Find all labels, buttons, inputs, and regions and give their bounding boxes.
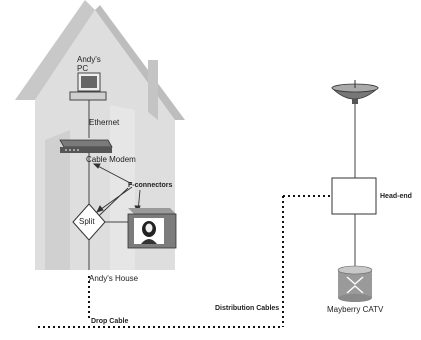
house-roof-right xyxy=(95,5,185,120)
head-end-label: Head-end xyxy=(380,193,412,200)
dish-mount xyxy=(352,99,358,104)
distribution-cables-label: Distribution Cables xyxy=(215,305,280,312)
house-chimney xyxy=(148,60,158,120)
satellite-dish-icon xyxy=(331,80,380,104)
television-icon xyxy=(127,208,177,249)
cable-company-icon xyxy=(337,265,373,302)
pc-label-line1: Andy's xyxy=(77,55,101,64)
modem-led-2 xyxy=(69,149,71,151)
f-connector-arrow-split xyxy=(96,186,133,213)
catv-logo-mark xyxy=(346,276,364,294)
f-connector-arrow-modem xyxy=(93,163,133,185)
tv-figure-body xyxy=(141,239,157,244)
ethernet-label: Ethernet xyxy=(89,118,120,127)
drop-cable-label: Drop Cable xyxy=(91,318,129,325)
pc-screen xyxy=(81,76,97,88)
tv-figure-face xyxy=(145,223,153,233)
split-label: Split xyxy=(79,217,95,226)
catv-cylinder-top xyxy=(337,265,373,275)
catv-label: Mayberry CATV xyxy=(327,305,384,314)
cable-modem-label: Cable Modem xyxy=(86,155,136,164)
cable-modem-icon xyxy=(59,139,113,153)
house-label: Andy's House xyxy=(89,274,139,283)
modem-top xyxy=(59,139,113,148)
modem-front xyxy=(60,147,112,153)
house-roof-left xyxy=(15,0,95,100)
f-connector-arrowhead-split xyxy=(96,205,104,213)
house-front-shade xyxy=(45,130,70,270)
modem-led-3 xyxy=(73,149,75,151)
catv-cylinder-bottom xyxy=(338,294,372,302)
tv-top xyxy=(128,208,176,214)
pc-base xyxy=(69,91,107,101)
f-connector-arrowhead-modem xyxy=(92,163,101,169)
modem-led-4 xyxy=(77,149,79,151)
head-end-box xyxy=(331,177,377,215)
computer-icon xyxy=(69,72,107,101)
modem-led-1 xyxy=(65,149,67,151)
pc-label-line2: PC xyxy=(77,64,89,73)
f-connectors-label: F-connectors xyxy=(128,182,173,189)
